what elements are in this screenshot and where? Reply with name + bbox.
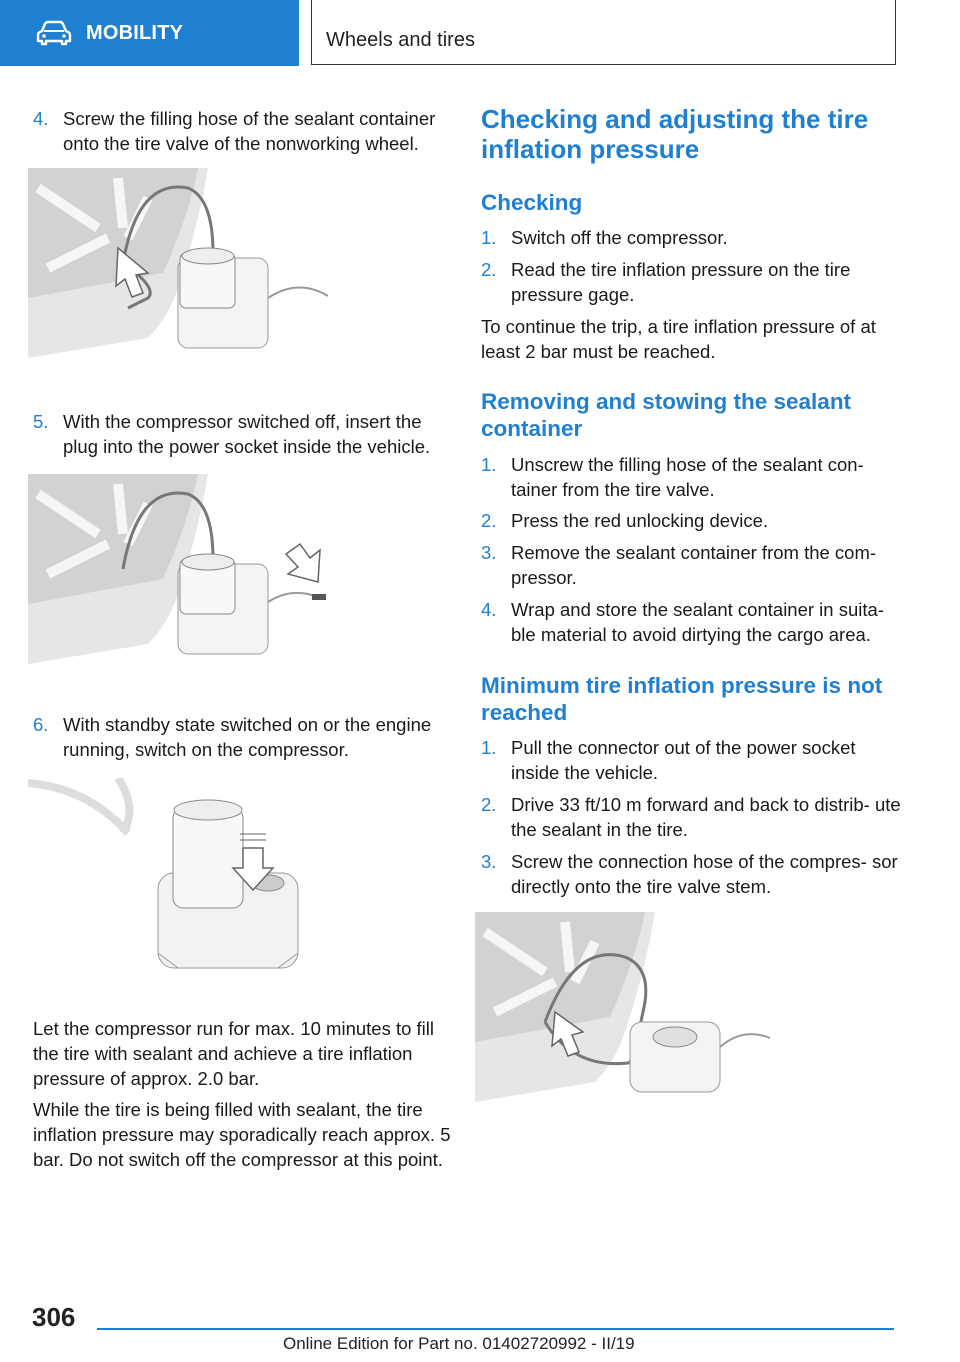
chapter-title: Wheels and tires bbox=[326, 29, 475, 51]
step-text: Switch off the compressor. bbox=[511, 227, 728, 248]
list-item: 3. Screw the connection hose of the comp… bbox=[481, 849, 901, 899]
list-item: 1. Pull the connector out of the power s… bbox=[481, 735, 901, 785]
section-label: MOBILITY bbox=[86, 21, 184, 44]
edition-note: Online Edition for Part no. 01402720992 … bbox=[283, 1334, 635, 1353]
car-icon bbox=[36, 20, 72, 46]
step-number: 2. bbox=[481, 510, 497, 531]
step-text: Press the red unlocking device. bbox=[511, 510, 769, 531]
step-text: Drive 33 ft/10 m forward and back to dis… bbox=[511, 794, 901, 840]
subheading-removing: Removing and stowing the sealant contain… bbox=[481, 389, 852, 441]
page-number: 306 bbox=[32, 1302, 76, 1332]
list-item: 4. Wrap and store the sealant container … bbox=[481, 597, 901, 647]
list-item: 2. Drive 33 ft/10 m forward and back to … bbox=[481, 792, 901, 842]
paragraph: While the tire is being filled with seal… bbox=[33, 1099, 451, 1170]
step-number: 4. bbox=[33, 108, 49, 129]
step-text: Screw the connection hose of the compres… bbox=[511, 851, 898, 897]
section-heading: Checking and adjusting the tire inflatio… bbox=[481, 104, 869, 164]
step-number: 1. bbox=[481, 227, 497, 248]
list-item: 1. Unscrew the filling hose of the seala… bbox=[481, 452, 901, 502]
paragraph: Let the compressor run for max. 10 minut… bbox=[33, 1018, 435, 1089]
step-6: 6. With standby state switched on or the… bbox=[33, 712, 453, 762]
step-text: Pull the connector out of the power sock… bbox=[511, 737, 856, 783]
step-text: Screw the filling hose of the sealant co… bbox=[63, 108, 436, 154]
power-plug-illustration bbox=[28, 474, 326, 664]
chapter-header: Wheels and tires bbox=[311, 0, 896, 65]
footer-rule bbox=[97, 1328, 894, 1330]
step-number: 6. bbox=[33, 714, 49, 735]
step-number: 1. bbox=[481, 737, 497, 758]
step-text: Remove the sealant container from the co… bbox=[511, 542, 877, 588]
step-number: 4. bbox=[481, 599, 497, 620]
compressor-switch-illustration bbox=[28, 778, 299, 969]
step-text: Read the tire inflation pressure on the … bbox=[511, 259, 851, 305]
step-text: Unscrew the filling hose of the sealant … bbox=[511, 454, 864, 500]
list-item: 3. Remove the sealant container from the… bbox=[481, 540, 901, 590]
paragraph: To continue the trip, a tire inflation p… bbox=[481, 316, 876, 362]
step-number: 5. bbox=[33, 411, 49, 432]
step-text: Wrap and store the sealant container in … bbox=[511, 599, 884, 645]
step-number: 3. bbox=[481, 542, 497, 563]
step-text: With standby state switched on or the en… bbox=[63, 714, 432, 760]
step-5: 5. With the compressor switched off, ins… bbox=[33, 409, 453, 459]
step-number: 3. bbox=[481, 851, 497, 872]
wheel-hose-illustration bbox=[28, 168, 328, 358]
list-item: 2. Press the red unlocking device. bbox=[481, 508, 901, 533]
compressor-hose-illustration bbox=[475, 912, 771, 1102]
list-item: 2. Read the tire inflation pressure on t… bbox=[481, 257, 901, 307]
section-tab: MOBILITY bbox=[0, 0, 299, 66]
list-item: 1. Switch off the compressor. bbox=[481, 225, 901, 250]
step-number: 1. bbox=[481, 454, 497, 475]
step-4: 4. Screw the filling hose of the sealant… bbox=[33, 106, 453, 156]
step-number: 2. bbox=[481, 259, 497, 280]
subheading-minimum: Minimum tire inflation pressure is not r… bbox=[481, 673, 883, 725]
step-text: With the compressor switched off, insert… bbox=[63, 411, 431, 457]
step-number: 2. bbox=[481, 794, 497, 815]
subheading-checking: Checking bbox=[481, 190, 583, 215]
